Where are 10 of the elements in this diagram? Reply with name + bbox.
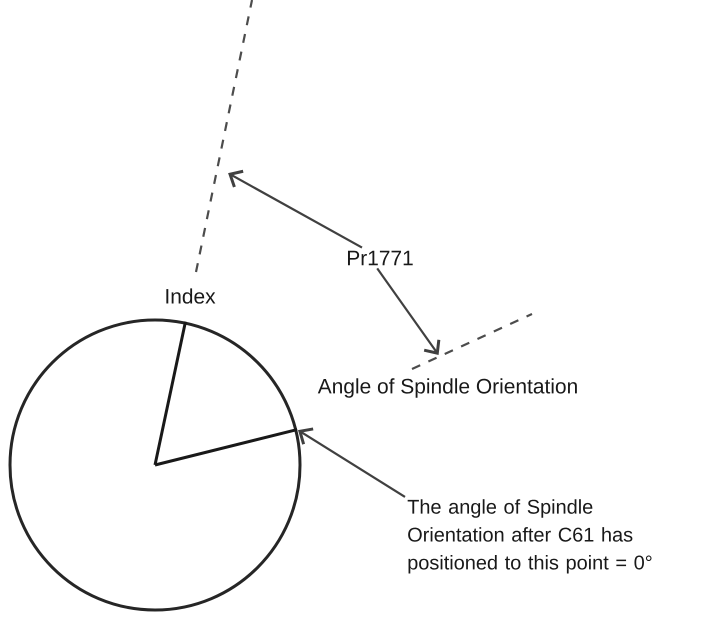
arrow [298, 427, 406, 498]
note-text: The angle of Spindle Orientation after C61 has positioned to this point = 0° [408, 499, 652, 574]
spindle-circle-drawing [8, 318, 302, 612]
dashed-line [412, 313, 532, 370]
arrow [376, 268, 440, 355]
angle-label: Angle of Spindle Orientation [318, 378, 577, 398]
dashed-line [194, 0, 254, 272]
index-label: Index [166, 288, 216, 304]
arrow [228, 170, 363, 249]
parameter-label: Pr1771 [348, 250, 413, 266]
